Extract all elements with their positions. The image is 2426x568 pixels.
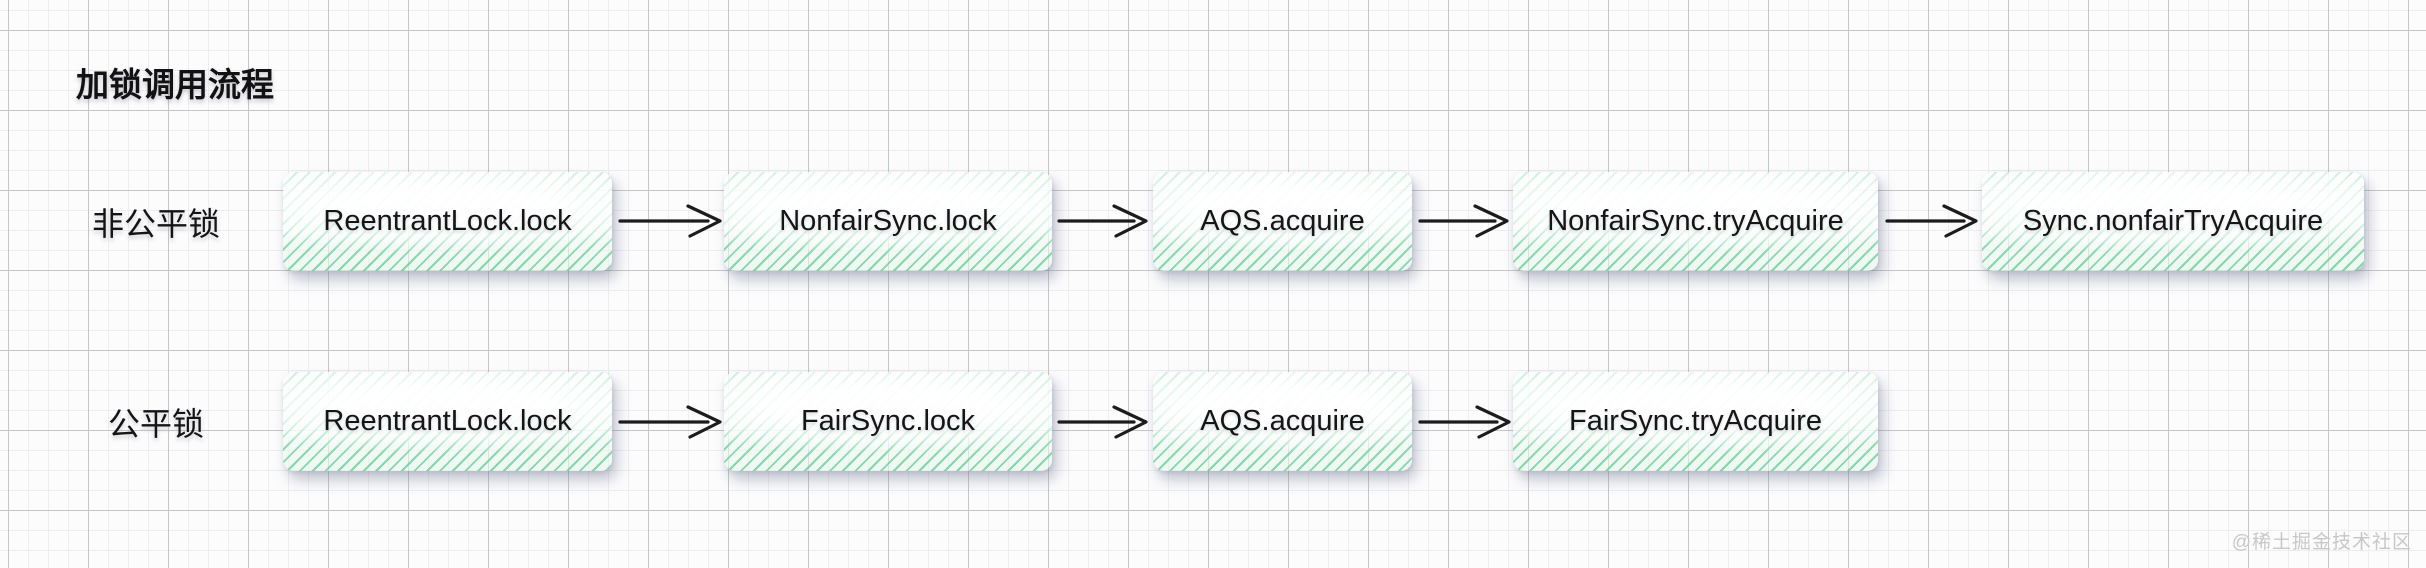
flow-node-label: NonfairSync.lock	[779, 205, 997, 237]
flow-arrow-r1-2	[1057, 204, 1148, 238]
flow-node-r1-sync-nonfairtryacquire: Sync.nonfairTryAcquire	[1982, 172, 2364, 271]
flow-node-r2-reentrantlock-lock: ReentrantLock.lock	[283, 372, 612, 471]
flow-node-label: ReentrantLock.lock	[323, 405, 572, 437]
flow-node-r2-fairsync-tryacquire: FairSync.tryAcquire	[1513, 372, 1878, 471]
flow-node-r1-reentrantlock-lock: ReentrantLock.lock	[283, 172, 612, 271]
flow-node-r2-fairsync-lock: FairSync.lock	[724, 372, 1052, 471]
flow-arrow-r1-4	[1885, 204, 1978, 238]
juejin-watermark: @稀土掘金技术社区	[2231, 532, 2412, 553]
flow-node-r2-aqs-acquire: AQS.acquire	[1153, 372, 1412, 471]
flow-node-label: NonfairSync.tryAcquire	[1547, 205, 1844, 237]
flow-arrow-r2-3	[1418, 405, 1511, 439]
flow-node-label: Sync.nonfairTryAcquire	[2022, 205, 2324, 237]
flow-node-label: AQS.acquire	[1200, 205, 1365, 237]
row-label-nonfair-lock: 非公平锁	[91, 205, 220, 242]
flow-arrow-r2-1	[618, 405, 722, 439]
flow-node-r1-nonfairsync-tryacquire: NonfairSync.tryAcquire	[1513, 172, 1878, 271]
flow-node-label: FairSync.tryAcquire	[1568, 405, 1822, 437]
flow-node-r1-aqs-acquire: AQS.acquire	[1153, 172, 1412, 271]
flow-arrow-r1-1	[618, 204, 722, 238]
flow-node-r1-nonfairsync-lock: NonfairSync.lock	[724, 172, 1052, 271]
flow-node-label: FairSync.lock	[800, 405, 976, 437]
diagram-title: 加锁调用流程	[76, 66, 274, 103]
flow-node-label: AQS.acquire	[1200, 405, 1365, 437]
flow-arrow-r2-2	[1057, 405, 1148, 439]
flow-node-label: ReentrantLock.lock	[323, 205, 572, 237]
row-label-fair-lock: 公平锁	[107, 406, 204, 442]
flow-arrow-r1-3	[1418, 204, 1509, 238]
